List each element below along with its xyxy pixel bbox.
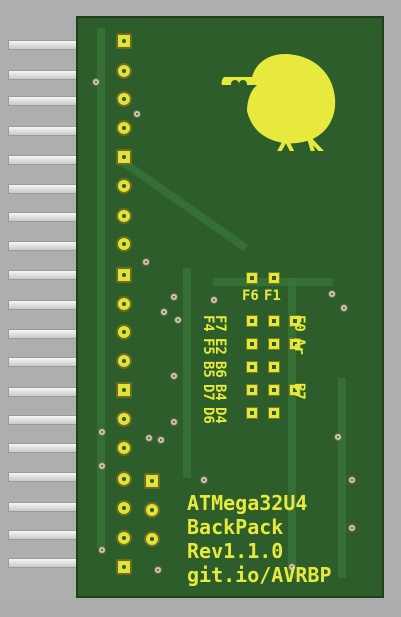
small-pad	[289, 338, 301, 350]
label-f4: F4	[200, 315, 216, 332]
silkscreen-subtitle: BackPack	[187, 515, 284, 539]
trace	[183, 268, 191, 478]
via	[348, 524, 356, 532]
pad	[116, 500, 132, 516]
via	[154, 566, 162, 574]
via	[170, 293, 178, 301]
label-ar: Ar	[291, 338, 307, 355]
via	[328, 290, 336, 298]
small-pad	[268, 407, 280, 419]
label-f5: F5	[200, 338, 216, 355]
kiwi-bird-icon	[221, 53, 336, 151]
pad	[116, 411, 132, 427]
label-d4: D4	[212, 407, 228, 424]
label-f0: F0	[291, 315, 307, 332]
trace	[338, 378, 346, 578]
via	[145, 434, 153, 442]
pad	[116, 208, 132, 224]
via	[98, 428, 106, 436]
trace	[97, 28, 105, 548]
pcb-board: F6 F1 F0 Ar B7 F7 E2 B6 B4 F4 F5 B5 D7 D…	[76, 16, 384, 598]
via	[98, 462, 106, 470]
label-f1: F1	[264, 288, 281, 304]
pad	[116, 471, 132, 487]
via	[348, 476, 356, 484]
pad	[116, 353, 132, 369]
bottom-gray-strip	[0, 598, 401, 617]
via	[170, 372, 178, 380]
via	[157, 436, 165, 444]
pad	[116, 324, 132, 340]
pad	[116, 296, 132, 312]
small-pad	[246, 272, 258, 284]
pad	[116, 440, 132, 456]
pad	[116, 120, 132, 136]
silkscreen-revision: Rev1.1.0	[187, 539, 284, 563]
pad	[144, 473, 160, 489]
small-pad	[246, 384, 258, 396]
label-d7: D7	[200, 384, 216, 401]
pad	[116, 559, 132, 575]
label-b5: B5	[200, 361, 216, 378]
small-pad	[268, 384, 280, 396]
silkscreen-title: ATMega32U4	[187, 491, 308, 515]
pad	[116, 63, 132, 79]
small-pad	[246, 361, 258, 373]
small-pad	[268, 315, 280, 327]
small-pad	[268, 361, 280, 373]
pad	[116, 236, 132, 252]
pad	[116, 33, 132, 49]
trace	[288, 278, 296, 578]
trace	[120, 158, 249, 252]
small-pad	[289, 315, 301, 327]
via	[160, 308, 168, 316]
pad	[116, 91, 132, 107]
via	[142, 258, 150, 266]
via	[170, 418, 178, 426]
label-b7: B7	[291, 383, 307, 400]
via	[200, 476, 208, 484]
label-f6: F6	[242, 288, 259, 304]
pad	[116, 530, 132, 546]
via	[340, 304, 348, 312]
via	[334, 433, 342, 441]
small-pad	[246, 407, 258, 419]
small-pad	[246, 315, 258, 327]
small-pad	[268, 338, 280, 350]
via	[98, 546, 106, 554]
pad	[144, 502, 160, 518]
pad	[116, 149, 132, 165]
pad	[116, 382, 132, 398]
pad	[116, 267, 132, 283]
small-pad	[268, 272, 280, 284]
via	[174, 316, 182, 324]
small-pad	[246, 338, 258, 350]
small-pad	[289, 384, 301, 396]
via	[92, 78, 100, 86]
silkscreen-url: git.io/AVRBP	[187, 563, 332, 587]
pad	[116, 178, 132, 194]
pad	[144, 531, 160, 547]
via	[210, 296, 218, 304]
via	[288, 563, 296, 571]
via	[133, 110, 141, 118]
